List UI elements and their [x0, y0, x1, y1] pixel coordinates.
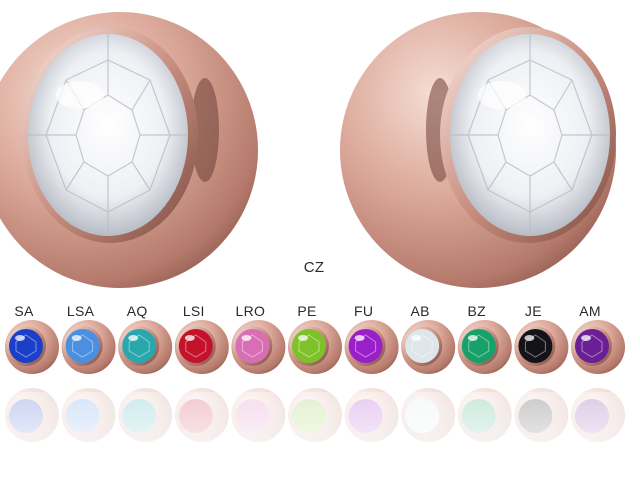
gem-sa [9, 329, 43, 363]
gem-ab [405, 329, 440, 363]
gem-lsa [65, 329, 100, 363]
large-ball-left [0, 12, 258, 288]
swatch-aq[interactable] [118, 320, 173, 374]
swatch-label-bz: BZ [467, 303, 487, 319]
swatch-bz[interactable] [457, 320, 512, 374]
swatch-pe[interactable] [288, 320, 342, 374]
gem-aq [122, 329, 157, 363]
swatch-label-ab: AB [410, 303, 430, 319]
swatch-am[interactable] [571, 320, 625, 374]
variant-swatches [5, 320, 625, 374]
reflection-fade [0, 392, 640, 480]
gem-am [575, 329, 609, 363]
gem-lsi [178, 329, 213, 363]
large-ball-right [340, 12, 616, 288]
gem-bz [461, 329, 496, 363]
swatch-label-am: AM [579, 303, 601, 319]
swatch-je[interactable] [514, 320, 569, 374]
gem-lro [235, 329, 270, 363]
swatch-label-je: JE [524, 303, 542, 319]
swatch-lro[interactable] [231, 320, 286, 374]
gem-je [518, 329, 553, 363]
gem-pe [292, 329, 326, 363]
swatch-ab[interactable] [401, 320, 456, 374]
swatch-label-fu: FU [353, 303, 374, 319]
swatch-label-lsi: LSI [182, 303, 205, 319]
swatch-label-lro: LRO [235, 303, 266, 319]
swatch-label-sa: SA [14, 303, 34, 319]
swatch-label-aq: AQ [126, 303, 148, 319]
swatch-label-lsa: LSA [66, 303, 95, 319]
swatch-sa[interactable] [5, 320, 59, 374]
swatch-fu[interactable] [344, 320, 399, 374]
swatch-lsi[interactable] [174, 320, 229, 374]
main-stone-label: CZ [303, 259, 325, 276]
swatch-label-pe: PE [297, 303, 317, 319]
gem-fu [348, 329, 383, 363]
swatch-lsa[interactable] [61, 320, 116, 374]
